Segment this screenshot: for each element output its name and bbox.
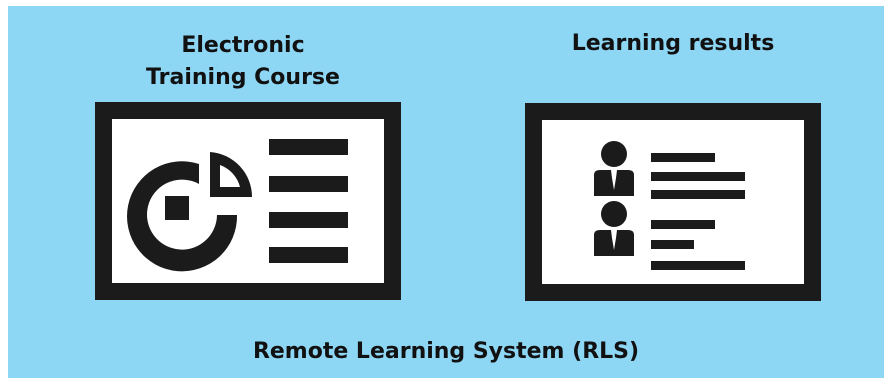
- remote-learning-system-label: Remote Learning System (RLS): [252, 339, 640, 364]
- diagram-canvas: Electronic Training Course Learning resu…: [8, 6, 884, 378]
- user-icon: [594, 201, 634, 256]
- result-lines-bottom: [651, 220, 745, 270]
- learning-results-panel: [525, 103, 821, 301]
- training-course-graphic: [127, 139, 348, 272]
- text-lines-icon: [269, 139, 348, 263]
- pie-chart-icon: [127, 152, 253, 272]
- electronic-training-course-title: Electronic Training Course: [123, 30, 363, 94]
- title-line-1: Electronic: [181, 33, 305, 58]
- learning-results-title: Learning results: [571, 31, 775, 56]
- title-line-2: Training Course: [146, 65, 340, 90]
- learning-results-graphic: [594, 141, 745, 270]
- result-lines-top: [651, 153, 745, 199]
- user-icon: [594, 141, 634, 196]
- training-course-panel: [95, 102, 401, 300]
